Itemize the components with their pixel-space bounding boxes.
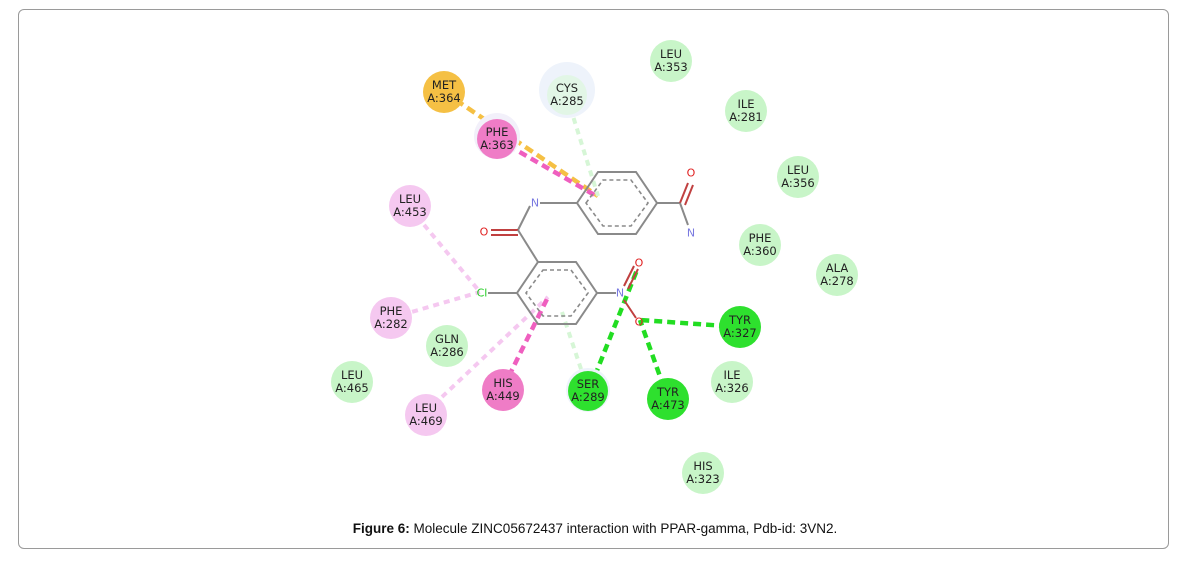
svg-text:A:364: A:364 xyxy=(427,91,461,105)
residue-leu469: LEU A:469 xyxy=(405,394,447,436)
bottom-ring xyxy=(515,261,599,325)
svg-text:ILE: ILE xyxy=(723,368,740,382)
svg-text:A:289: A:289 xyxy=(571,390,605,404)
svg-text:PHE: PHE xyxy=(486,125,509,139)
svg-text:A:323: A:323 xyxy=(686,472,720,486)
atom-nitrogen-nitro: N xyxy=(616,287,624,300)
svg-text:MET: MET xyxy=(432,78,457,92)
svg-text:LEU: LEU xyxy=(787,163,809,177)
residue-tyr327: TYR A:327 xyxy=(719,306,761,348)
interaction-leu453 xyxy=(408,206,482,294)
residue-ala278: ALA A:278 xyxy=(816,254,858,296)
top-ring xyxy=(575,171,659,235)
svg-text:PHE: PHE xyxy=(380,304,403,318)
atom-nitrogen-amide: N xyxy=(687,227,695,240)
residue-his449: HIS A:449 xyxy=(482,369,524,411)
atom-oxygen-amide: O xyxy=(687,167,696,180)
residue-his323: HIS A:323 xyxy=(682,452,724,494)
residue-ile281: ILE A:281 xyxy=(725,90,767,132)
svg-text:A:285: A:285 xyxy=(550,94,584,108)
atom-nitrogen-linker: N xyxy=(531,197,539,210)
svg-text:A:360: A:360 xyxy=(743,244,777,258)
svg-text:ALA: ALA xyxy=(826,261,849,275)
ligand-molecule xyxy=(488,171,694,325)
residue-phe363: PHE A:363 xyxy=(474,113,520,159)
residue-ile326: ILE A:326 xyxy=(711,361,753,403)
svg-text:A:353: A:353 xyxy=(654,60,688,74)
svg-text:PHE: PHE xyxy=(749,231,772,245)
svg-text:A:278: A:278 xyxy=(820,274,854,288)
residue-ser289: SER A:289 xyxy=(566,368,610,412)
residue-cys285: CYS A:285 xyxy=(539,62,595,118)
svg-text:A:469: A:469 xyxy=(409,414,443,428)
residue-leu353: LEU A:353 xyxy=(650,40,692,82)
interaction-ser289 xyxy=(587,269,640,389)
svg-text:A:473: A:473 xyxy=(651,398,685,412)
svg-text:GLN: GLN xyxy=(435,332,459,346)
residue-leu356: LEU A:356 xyxy=(777,156,819,198)
svg-text:A:453: A:453 xyxy=(393,205,427,219)
svg-text:A:465: A:465 xyxy=(335,381,369,395)
figure-caption: Figure 6: Molecule ZINC05672437 interact… xyxy=(0,521,1190,536)
atom-labels: O N N O Cl N O O xyxy=(477,167,696,329)
atom-oxygen-carbonyl: O xyxy=(480,226,489,239)
svg-text:ILE: ILE xyxy=(737,97,754,111)
bottom-ring-inner xyxy=(525,269,589,317)
residue-met364: MET A:364 xyxy=(423,71,465,113)
interaction-met364 xyxy=(442,90,600,198)
atom-oxygen-nitro-top: O xyxy=(635,257,644,270)
interaction-leu469 xyxy=(424,295,550,414)
svg-text:LEU: LEU xyxy=(415,401,437,415)
svg-text:TYR: TYR xyxy=(656,385,679,399)
residue-phe282: PHE A:282 xyxy=(370,297,412,339)
svg-text:A:449: A:449 xyxy=(486,389,520,403)
residue-tyr473: TYR A:473 xyxy=(647,378,689,420)
svg-text:A:286: A:286 xyxy=(430,345,464,359)
interaction-diagram: O N N O Cl N O O MET A:364 CYS A:285 LEU… xyxy=(331,40,858,494)
svg-text:HIS: HIS xyxy=(493,376,512,390)
svg-text:CYS: CYS xyxy=(556,81,578,95)
svg-text:A:281: A:281 xyxy=(729,110,763,124)
atom-oxygen-nitro-bottom: O xyxy=(635,316,644,329)
svg-text:A:356: A:356 xyxy=(781,176,815,190)
caption-text: Molecule ZINC05672437 interaction with P… xyxy=(409,521,838,536)
svg-text:A:326: A:326 xyxy=(715,381,749,395)
svg-text:TYR: TYR xyxy=(728,313,751,327)
svg-text:A:363: A:363 xyxy=(480,138,514,152)
svg-text:LEU: LEU xyxy=(399,192,421,206)
svg-text:LEU: LEU xyxy=(341,368,363,382)
caption-label: Figure 6: xyxy=(352,521,410,536)
svg-text:SER: SER xyxy=(577,377,600,391)
svg-text:LEU: LEU xyxy=(660,47,682,61)
svg-text:A:282: A:282 xyxy=(374,317,408,331)
svg-text:HIS: HIS xyxy=(693,459,712,473)
residue-nodes: MET A:364 CYS A:285 LEU A:353 ILE A:281 … xyxy=(331,40,858,494)
residue-leu465: LEU A:465 xyxy=(331,361,373,403)
residue-gln286: GLN A:286 xyxy=(426,325,468,367)
top-ring-inner xyxy=(585,179,649,227)
atom-chlorine: Cl xyxy=(477,287,488,300)
svg-text:A:327: A:327 xyxy=(723,326,757,340)
residue-leu453: LEU A:453 xyxy=(389,185,431,227)
residue-phe360: PHE A:360 xyxy=(739,224,781,266)
